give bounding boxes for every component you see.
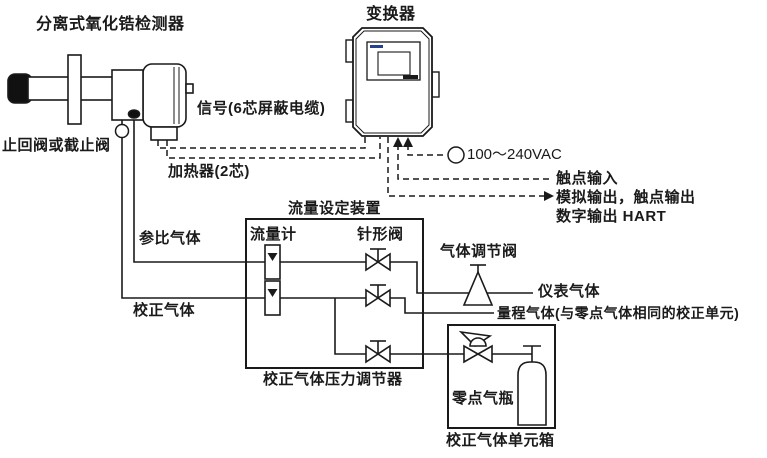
detector-head-stub (185, 83, 194, 94)
power-supply-circle (447, 146, 465, 164)
needle-valve-label: 针形阀 (357, 226, 404, 243)
heater-cable-label: 加热器(2芯) (168, 163, 250, 180)
signal-cable-line (157, 137, 366, 149)
needle-valve-1-symbol (365, 248, 391, 271)
converter-case-inner (355, 30, 430, 134)
check-valve-label: 止回阀或截止阀 (2, 137, 111, 154)
pressure-regulator-label: 校正气体压力调节器 (263, 371, 403, 388)
zero-gas-cylinder (517, 361, 547, 426)
heater-cable-line (166, 137, 381, 159)
detector-head (142, 63, 187, 128)
needle-valve-3-symbol (365, 340, 391, 363)
pressure-regulator-symbol (458, 330, 493, 364)
contact-input-line (397, 144, 551, 180)
needle-valve-2-symbol (365, 284, 391, 307)
converter-title: 变换器 (366, 6, 416, 23)
analog-output-label: 模拟输出，触点输出 (556, 189, 696, 206)
power-line (407, 144, 447, 156)
power-arrow-icon (403, 137, 413, 147)
probe-flange (67, 54, 82, 125)
power-label: 100～240VAC (467, 146, 562, 163)
flow-unit-title: 流量设定装置 (288, 200, 382, 217)
signal-cable-label: 信号(6芯屏蔽电缆) (197, 100, 326, 117)
converter-logo-mark (370, 45, 383, 48)
detector-neck (150, 126, 178, 141)
converter-hinge-top (345, 39, 354, 63)
calibration-gas-label: 校正气体 (133, 302, 196, 319)
detector-title: 分离式氧化锆检测器 (36, 16, 185, 33)
reference-gas-label: 参比气体 (139, 230, 202, 247)
flowmeter-1-symbol (264, 244, 281, 280)
check-valve-symbol (114, 123, 130, 139)
converter-latch (431, 71, 440, 98)
contact-input-label: 触点输入 (556, 170, 619, 187)
zero-gas-cylinder-label: 零点气瓶 (452, 390, 515, 407)
converter-drawing (345, 27, 440, 137)
analog-output-line (387, 137, 544, 197)
reference-gas-line (133, 110, 533, 294)
analog-output-arrow-icon (544, 191, 554, 201)
span-gas-label: 量程气体(与零点气体相同的校正单元) (497, 305, 740, 321)
detector-drawing (7, 54, 194, 141)
detector-port-dot (127, 109, 141, 119)
calibration-unit-box-label: 校正气体单元箱 (446, 432, 555, 449)
converter-hinge-bottom (345, 99, 354, 123)
gas-regulating-valve-symbol (462, 264, 494, 306)
converter-screen-inner (377, 51, 411, 76)
gas-regulating-valve-label: 气体调节阀 (440, 243, 518, 260)
flow-setting-box (245, 218, 424, 369)
contact-input-arrow-icon (393, 137, 403, 147)
flow-meter-label: 流量计 (250, 226, 297, 243)
cylinder-valve (523, 345, 541, 364)
converter-keypad-bar (403, 75, 418, 79)
calibration-gas-line (121, 110, 494, 314)
digital-output-label: 数字输出 HART (556, 208, 667, 225)
flowmeter-2-symbol (264, 280, 281, 316)
instrument-gas-label: 仪表气体 (538, 283, 601, 300)
calibration-unit-box (447, 324, 556, 429)
